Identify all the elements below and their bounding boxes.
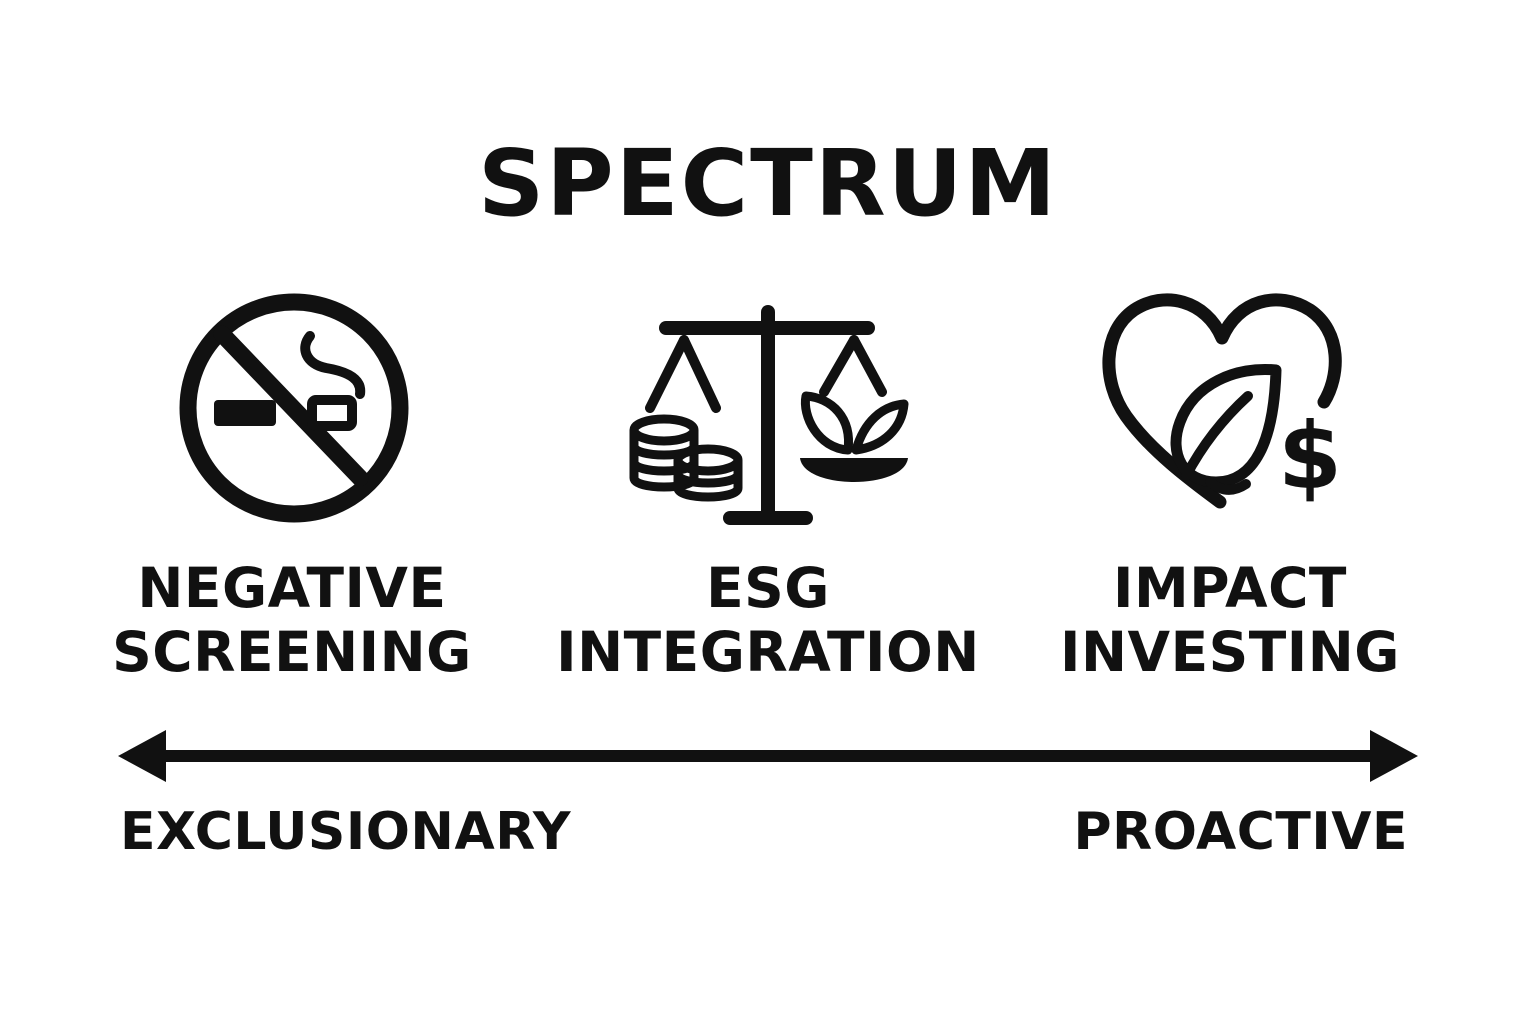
axis-right-label: PROACTIVE bbox=[1073, 802, 1408, 862]
arrowhead-right bbox=[1370, 730, 1418, 782]
stage-label-impact-investing: IMPACT INVESTING bbox=[1040, 556, 1420, 684]
stage-label-line: ESG bbox=[706, 556, 830, 620]
stage-label-line: INTEGRATION bbox=[556, 620, 980, 684]
no-smoking-icon bbox=[179, 293, 409, 523]
stage-label-line: IMPACT bbox=[1113, 556, 1347, 620]
svg-text:$: $ bbox=[1278, 403, 1342, 510]
stage-label-line: SCREENING bbox=[112, 620, 472, 684]
arrowhead-left bbox=[118, 730, 166, 782]
stage-label-esg-integration: ESG INTEGRATION bbox=[538, 556, 998, 684]
diagram-title: SPECTRUM bbox=[478, 130, 1058, 237]
stage-label-negative-screening: NEGATIVE SCREENING bbox=[92, 556, 492, 684]
heart-leaf-dollar-icon: $ bbox=[1102, 293, 1342, 510]
spectrum-arrow bbox=[118, 730, 1418, 782]
axis-left-label: EXCLUSIONARY bbox=[120, 802, 572, 862]
stage-label-line: INVESTING bbox=[1060, 620, 1400, 684]
balance-scale-coins-leaf-icon bbox=[629, 305, 909, 525]
stage-label-line: NEGATIVE bbox=[137, 556, 447, 620]
